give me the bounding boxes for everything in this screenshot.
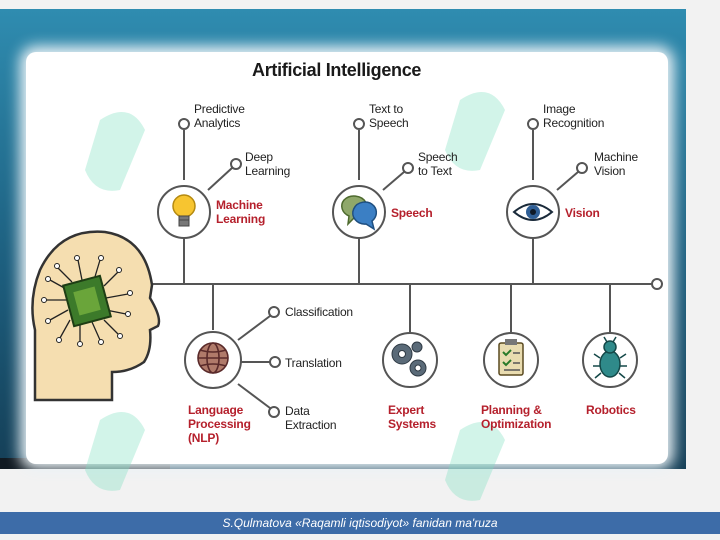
robot-bug-icon [593, 336, 627, 379]
speech-bubbles-icon [341, 195, 378, 231]
category-robotics: Robotics [586, 403, 636, 417]
gears-icon [391, 341, 427, 377]
category-vision: Vision [565, 206, 600, 220]
footer-text: S.Qulmatova «Raqamli iqtisodiyot» fanida… [222, 516, 498, 530]
subtopic-predictive-analytics: Predictive Analytics [194, 102, 245, 130]
node-text-to-speech [353, 118, 365, 130]
subtopic-text-to-speech: Text to Speech [369, 102, 409, 130]
node-predictive-analytics [178, 118, 190, 130]
subtopic-translation: Translation [285, 356, 342, 370]
subtopic-image-recognition: Image Recognition [543, 102, 605, 130]
subtopic-speech-to-text: Speech to Text [418, 150, 458, 178]
axis-end-node [651, 278, 663, 290]
category-expert-systems: Expert Systems [388, 403, 436, 431]
subtopic-machine-vision: Machine Vision [594, 150, 638, 178]
footer-bar: S.Qulmatova «Raqamli iqtisodiyot» fanida… [0, 512, 720, 534]
globe-icon [197, 342, 229, 374]
category-planning-optimization: Planning & Optimization [481, 403, 552, 431]
node-machine-vision [576, 162, 588, 174]
eye-icon [512, 203, 554, 221]
node-speech-to-text [402, 162, 414, 174]
subtopic-data-extraction: Data Extraction [285, 404, 337, 432]
category-speech: Speech [391, 206, 433, 220]
watermark-logo [85, 92, 505, 501]
node-image-recognition [527, 118, 539, 130]
node-deep-learning [230, 158, 242, 170]
head-chip-icon [31, 230, 161, 402]
node-translation [269, 356, 281, 368]
category-language-processing: Language Processing (NLP) [188, 403, 251, 445]
subtopic-classification: Classification [285, 305, 353, 319]
category-machine-learning: Machine Learning [216, 198, 266, 226]
node-classification [268, 306, 280, 318]
checklist-icon [498, 339, 524, 376]
subtopic-deep-learning: Deep Learning [245, 150, 291, 178]
lightbulb-icon [172, 194, 196, 227]
diagram-title: Artificial Intelligence [252, 60, 422, 80]
node-data-extraction [268, 406, 280, 418]
